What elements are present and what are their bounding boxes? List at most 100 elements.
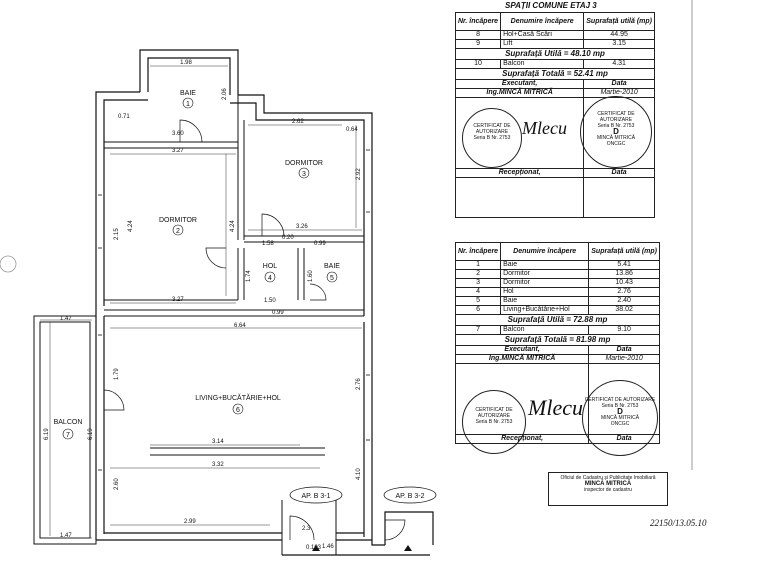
stamp-office-line2: MINCĂ MITRICĂ [584,481,632,487]
table-bottom-balcony-area: 9.10 [588,325,660,335]
stamp-oncgc-bottom: CERTIFICAT DE AUTORIZARE Seria B Nr. 275… [582,380,658,456]
door-neighbor [384,519,406,541]
dim-262: 2.62 [292,119,304,125]
stamp-oncgc-bottom-series: Seria B Nr. 2753 [601,403,639,409]
table-bottom-cell-name: Hol [500,287,590,297]
table-top-cell-name: Hol+Casă Scări [500,30,585,40]
room-number-5: 5 [330,275,334,282]
table-bottom-balcony-name: Balcon [500,325,590,335]
apartment-label-b32: AP. B 3-2 [395,493,424,500]
dim-327b: 3.27 [172,297,184,303]
table-bottom-cell-area: 5.41 [588,260,660,270]
table-bottom-header-area: Suprafață utilă (mp) [588,242,660,261]
dim-326: 3.26 [296,224,308,230]
dim-160: 1.60 [308,270,314,282]
dim-174: 1.74 [246,270,252,282]
wall-top-dormitor-3 [238,94,373,322]
table-bottom-data-label: Data [588,345,660,355]
table-bottom-cell-name: Living+Bucătărie+Hol [500,305,590,315]
table-bottom-usable-total: Suprafață Utilă = 72.88 mp [455,314,660,326]
table-row: 10 Balcon 4.31 [454,59,655,69]
door-baie-5 [309,283,327,301]
dim-158: 1.58 [262,241,274,247]
room-label-dormitor-2: DORMITOR [159,217,197,224]
table-top-cell-area: 44.95 [583,30,655,40]
apartment-label-b31: AP. B 3-1 [301,493,330,500]
room-number-3: 3 [302,171,306,178]
wall-left-upper-inner [103,99,148,306]
entry-arrow-b32 [404,545,412,551]
room-label-dormitor-3: DORMITOR [285,160,323,167]
table-bottom-executant-date: Martie-2010 [588,354,660,364]
table-top-data-label: Data [583,79,655,89]
room-number-1: 1 [186,101,190,108]
table-bottom-cell-nr: 2 [454,269,502,279]
table-bottom-cell-nr: 6 [454,305,502,315]
table-bottom-executant-label: Executant, [454,345,590,355]
dim-099: 0.99 [314,241,326,247]
stamp-office-line3: inspector de cadastru [584,487,632,493]
table-top-data-label-2: Data [583,168,655,178]
dim-327a: 3.27 [172,148,184,154]
dim-276: 2.76 [356,378,362,390]
apartment-label-oval-b32 [383,486,437,504]
table-top-cell-nr: 8 [454,30,502,40]
stamp-office: Oficiul de Cadastru și Publicitate Imobi… [548,472,668,506]
stamp-oncgc-bottom-class: D [617,407,623,416]
table-top-title: SPAȚII COMUNE ETAJ 3 [505,1,597,10]
dim-360: 3.60 [172,131,184,137]
stamp-oncgc-bottom-cert: CERTIFICAT DE AUTORIZARE [584,397,656,403]
wall-top-dormitor-3-inner [230,102,365,316]
table-top-cell-area: 3.15 [583,39,655,49]
wall-left-upper [95,91,140,310]
dim-299: 2.99 [184,519,196,525]
table-top-balcony-nr: 10 [454,59,502,69]
table-bottom-header-name: Denumire încăpere [500,242,590,261]
room-number-6: 6 [236,407,240,414]
room-number-circle-6 [232,403,244,415]
table-bottom-cell-area: 2.40 [588,296,660,306]
room-number-circle-2 [172,224,184,236]
table-top-executant-name: Ing.MINCĂ MITRICĂ [454,88,585,98]
dim-215: 2.15 [114,228,120,240]
signature-top: Mlecu [522,118,567,138]
room-label-balcon-7: BALCON [54,419,83,426]
room-number-circle-7 [62,428,74,440]
room-label-baie-5: BAIE [324,263,340,270]
table-top-executant-label: Executant, [454,79,585,89]
dim-146: 1.46 [322,544,334,550]
stamp-cert-bottom-series: Seria B Nr. 2753 [475,419,513,425]
stamp-oncgc-top: CERTIFICAT DE AUTORIZARE Seria B Nr. 275… [580,96,652,168]
dim-099b: 0.99 [272,310,284,316]
table-bottom-cell-nr: 3 [454,278,502,288]
wall-baie-1-inner [147,57,231,95]
stamp-certificate-top: CERTIFICAT DE AUTORIZARE Seria B Nr. 275… [462,108,522,168]
table-row: 8 Hol+Casă Scări 44.95 [454,30,655,40]
table-bottom-header-nr: Nr. încăpere [454,242,502,261]
punch-hole [0,255,17,273]
table-bottom-executant-name: Ing.MINCĂ MITRICĂ [454,354,590,364]
door-balcony [103,389,125,411]
dim-424b: 4.24 [230,220,236,232]
table-row: 9 Lift 3.15 [454,39,655,49]
table-bottom-cell-area: 13.86 [588,269,660,279]
door-baie-1 [179,119,203,143]
room-label-hol-4: HOL [263,263,278,270]
door-dormitor-2 [205,247,227,269]
room-number-circle-1 [182,97,194,109]
dim-23: 2.3 [302,526,311,532]
table-top-header-area: Suprafață utilă (mp) [583,12,655,31]
stamp-cert-bottom-text: CERTIFICAT DE AUTORIZARE [475,407,513,419]
dim-0103: 0.103 [306,545,322,551]
door-entry [289,515,315,541]
table-bottom-cell-nr: 5 [454,296,502,306]
dim-260: 2.60 [114,478,120,490]
dim-198: 1.98 [180,60,192,66]
dim-147b: 1.47 [60,533,72,539]
dim-410: 4.10 [356,468,362,480]
